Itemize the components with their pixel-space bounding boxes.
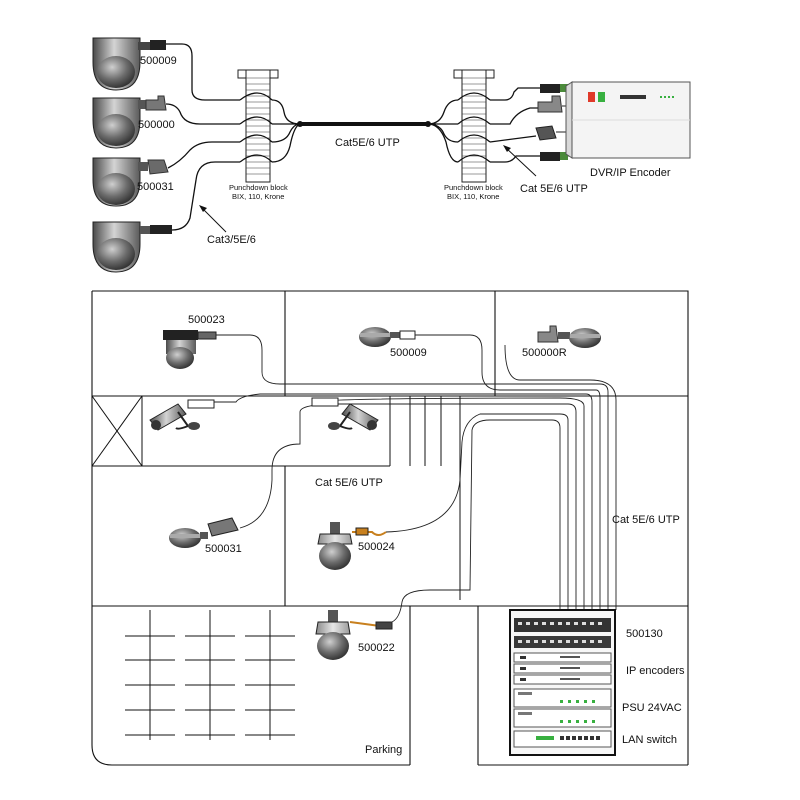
equipment-rack [509, 609, 616, 756]
camera-code: 500000 [138, 119, 175, 131]
riser-cable-label: Cat 5E/6 UTP [612, 514, 680, 526]
punchdown-right-line2: BIX, 110, Krone [447, 192, 499, 201]
rack-label-encoders: IP encoders [626, 665, 685, 677]
dvr-ip-encoder [565, 81, 691, 159]
punchdown-block-right [427, 69, 540, 183]
ptz-camera-500024 [317, 522, 387, 570]
camera-code: 500023 [188, 314, 225, 326]
camera-code: 500024 [358, 541, 395, 553]
rack-label-switch: LAN switch [622, 734, 677, 746]
punchdown-right-line1: Punchdown block [444, 183, 503, 192]
trunk-cable-label: Cat5E/6 UTP [335, 137, 400, 149]
parking-bays [125, 610, 295, 740]
rack-label-psu: PSU 24VAC [622, 702, 682, 714]
balun-4 [540, 152, 560, 161]
box-camera-right [311, 397, 379, 431]
balun-1 [540, 84, 560, 93]
dome-camera-3 [92, 157, 169, 207]
camera-code: 500031 [205, 543, 242, 555]
input-cable-label: Cat3/5E/6 [207, 234, 256, 246]
dome-camera-4 [92, 221, 172, 273]
dome-camera-500031 [169, 517, 239, 548]
box-camera-left [149, 399, 215, 431]
dome-camera-500023 [163, 330, 250, 369]
dome-camera-500009 [359, 327, 416, 347]
camera-code: 500031 [137, 181, 174, 193]
dome-camera-500000r [537, 325, 601, 348]
parking-label: Parking [365, 744, 402, 756]
rack-label-top: 500130 [626, 628, 663, 640]
top-schematic: 500009 500000 500031 [92, 37, 691, 273]
punchdown-left-line1: Punchdown block [229, 183, 288, 192]
encoder-label: DVR/IP Encoder [590, 167, 671, 179]
corridor-cable-label: Cat 5E/6 UTP [315, 477, 383, 489]
dome-camera-1 [92, 37, 166, 91]
balun-3 [535, 125, 557, 141]
ptz-camera-500022 [315, 610, 393, 660]
camera-code: 500009 [390, 347, 427, 359]
camera-code: 500000R [522, 347, 567, 359]
camera-code: 500009 [140, 55, 177, 67]
dome-camera-2 [92, 95, 167, 149]
floor-plan: Parking 500023 500009 [91, 290, 689, 766]
punchdown-block-left [237, 69, 301, 183]
balun-2 [537, 95, 563, 113]
output-cable-label: Cat 5E/6 UTP [520, 183, 588, 195]
punchdown-left-line2: BIX, 110, Krone [232, 192, 284, 201]
camera-code: 500022 [358, 642, 395, 654]
cable-bundle [214, 334, 617, 623]
